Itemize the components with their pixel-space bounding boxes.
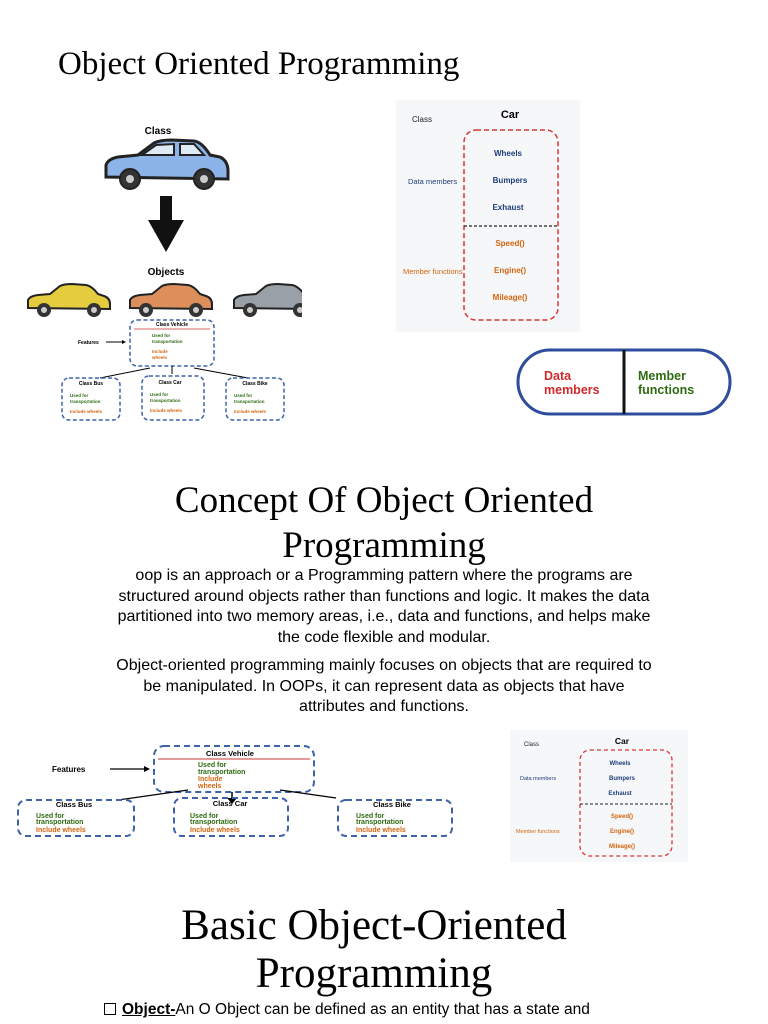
svg-text:Used for: Used for: [70, 393, 89, 398]
svg-text:Class Car: Class Car: [158, 380, 181, 386]
svg-text:Speed(): Speed(): [611, 814, 633, 820]
class-objects-diagram: Class Objects Features Class Vehicle Use…: [10, 112, 302, 428]
gray-car-icon: [233, 282, 302, 317]
objects-label: Objects: [148, 267, 185, 278]
svg-text:Features: Features: [52, 765, 86, 774]
small-children: Class Bus Used for transportation Includ…: [61, 375, 285, 421]
svg-text:Class Bus: Class Bus: [56, 800, 92, 809]
svg-text:transportation: transportation: [36, 819, 83, 826]
svg-text:Include wheels: Include wheels: [190, 827, 240, 834]
svg-text:Include wheels: Include wheels: [234, 409, 267, 414]
svg-text:Class Car: Class Car: [213, 799, 248, 808]
bullet-term: Object-: [122, 1001, 176, 1018]
svg-text:Wheels: Wheels: [494, 149, 523, 158]
svg-text:Speed(): Speed(): [495, 239, 525, 248]
svg-text:Include wheels: Include wheels: [356, 827, 406, 834]
svg-text:Class Bus: Class Bus: [79, 381, 103, 387]
svg-text:Mileage(): Mileage(): [609, 844, 635, 850]
checkbox-bullet-icon: [104, 1003, 116, 1015]
paragraph-definition: oop is an approach or a Programming patt…: [117, 567, 651, 646]
svg-text:Exhaust: Exhaust: [608, 791, 631, 797]
svg-text:transportation: transportation: [152, 339, 183, 344]
svg-text:transportation: transportation: [70, 399, 101, 404]
svg-text:transportation: transportation: [150, 398, 181, 403]
class-car-diagram: Class Car Data members Member functions …: [396, 100, 580, 332]
svg-text:Class Vehicle: Class Vehicle: [156, 322, 188, 328]
svg-text:Include: Include: [152, 349, 168, 354]
paragraph-focus: Object-oriented programming mainly focus…: [116, 657, 652, 715]
svg-text:Class: Class: [524, 742, 539, 748]
section-title-concept: Concept Of Object Oriented Programming: [174, 480, 594, 566]
svg-text:wheels: wheels: [151, 355, 168, 360]
page-title: Object Oriented Programming: [58, 46, 460, 82]
svg-text:Include wheels: Include wheels: [150, 408, 183, 413]
capsule-diagram: Data members Member functions: [516, 348, 732, 416]
svg-text:members: members: [544, 383, 600, 397]
svg-text:Car: Car: [501, 109, 520, 121]
svg-text:Wheels: Wheels: [609, 761, 631, 767]
svg-text:transportation: transportation: [190, 819, 237, 826]
svg-text:Used for: Used for: [152, 333, 171, 338]
yellow-car-icon: [27, 282, 111, 317]
class-car-icon: [104, 138, 230, 190]
svg-text:Data: Data: [544, 369, 572, 383]
car-class-box: [463, 129, 559, 321]
svg-text:Bumpers: Bumpers: [609, 776, 636, 782]
svg-text:Used for: Used for: [36, 813, 65, 820]
svg-text:Data members: Data members: [520, 776, 556, 782]
svg-text:Engine(): Engine(): [610, 829, 634, 835]
svg-text:Car: Car: [615, 736, 630, 746]
svg-text:Class: Class: [412, 115, 432, 124]
svg-text:Engine(): Engine(): [494, 266, 526, 275]
class-car-diagram-small: Class Car Data members Member functions …: [510, 730, 688, 862]
svg-text:transportation: transportation: [234, 399, 265, 404]
class-label: Class: [145, 126, 172, 137]
svg-text:Include wheels: Include wheels: [70, 409, 103, 414]
svg-text:Data members: Data members: [408, 177, 457, 186]
svg-text:wheels: wheels: [197, 783, 221, 790]
svg-text:Used for: Used for: [198, 762, 227, 769]
down-arrow-icon: [148, 196, 184, 252]
svg-text:Member: Member: [638, 369, 686, 383]
svg-text:Exhaust: Exhaust: [492, 203, 523, 212]
bullet-text: An O Object can be defined as an entity …: [175, 1001, 590, 1018]
svg-text:Class Bike: Class Bike: [373, 800, 411, 809]
svg-text:transportation: transportation: [198, 769, 245, 776]
svg-text:functions: functions: [638, 383, 694, 397]
svg-text:Bumpers: Bumpers: [493, 176, 528, 185]
svg-text:Class Bike: Class Bike: [242, 381, 268, 387]
svg-text:Member functions: Member functions: [403, 267, 463, 276]
svg-text:Member functions: Member functions: [516, 829, 560, 835]
svg-text:Class Vehicle: Class Vehicle: [206, 749, 254, 758]
svg-text:transportation: transportation: [356, 819, 403, 826]
svg-text:Used for: Used for: [234, 393, 253, 398]
section-title-basics: Basic Object-Oriented Programming: [181, 902, 567, 997]
svg-text:Include wheels: Include wheels: [36, 827, 86, 834]
svg-text:Include: Include: [198, 776, 223, 783]
orange-car-icon: [129, 282, 213, 317]
svg-text:Features: Features: [78, 340, 99, 346]
bullet-object: Object-An O Object can be defined as an …: [104, 1001, 590, 1019]
svg-text:Mileage(): Mileage(): [493, 293, 528, 302]
svg-text:Used for: Used for: [356, 813, 385, 820]
svg-text:Used for: Used for: [150, 392, 169, 397]
vehicle-hierarchy-diagram: Features Class Vehicle Used for transpor…: [17, 745, 453, 837]
svg-text:Used for: Used for: [190, 813, 219, 820]
